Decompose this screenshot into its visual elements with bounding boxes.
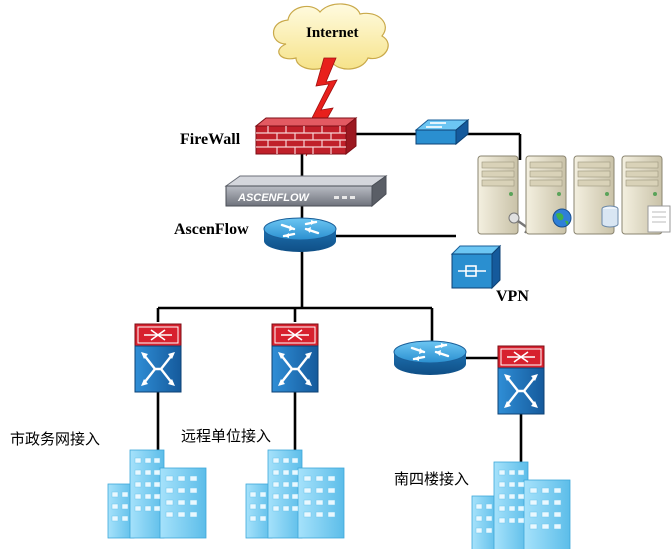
document-icon [647,205,671,233]
workgroup-switch-icon [414,118,470,146]
ascenflow-brand-text: ASCENFLOW [237,192,311,204]
ascenflow-label: AscenFlow [174,221,249,238]
building-icon [107,449,207,539]
firewall-label: FireWall [180,131,241,148]
building-icon [245,449,345,539]
multilayer-switch-icon [133,322,183,394]
globe-icon [552,208,572,228]
database-icon [601,205,619,228]
vpn-label: VPN [496,288,529,305]
building-icon [471,461,571,549]
vpn-concentrator-icon [450,244,502,290]
internet-cloud [272,3,389,70]
brick-firewall-icon [254,116,358,156]
multilayer-switch-icon [496,344,546,416]
network-links [156,132,523,478]
internet-label: Internet [306,25,359,41]
core-router-icon [262,216,338,254]
multilayer-switch-icon [270,322,320,394]
server-farm [477,155,671,235]
site-label-south-building-four: 南四楼接入 [394,470,470,488]
ascenflow-appliance-icon: ASCENFLOW [224,175,388,208]
cloud-icon [272,3,389,70]
site-label-city-government: 市政务网接入 [10,430,101,448]
site-label-remote-units: 远程单位接入 [181,427,272,445]
router-icon [392,339,468,377]
